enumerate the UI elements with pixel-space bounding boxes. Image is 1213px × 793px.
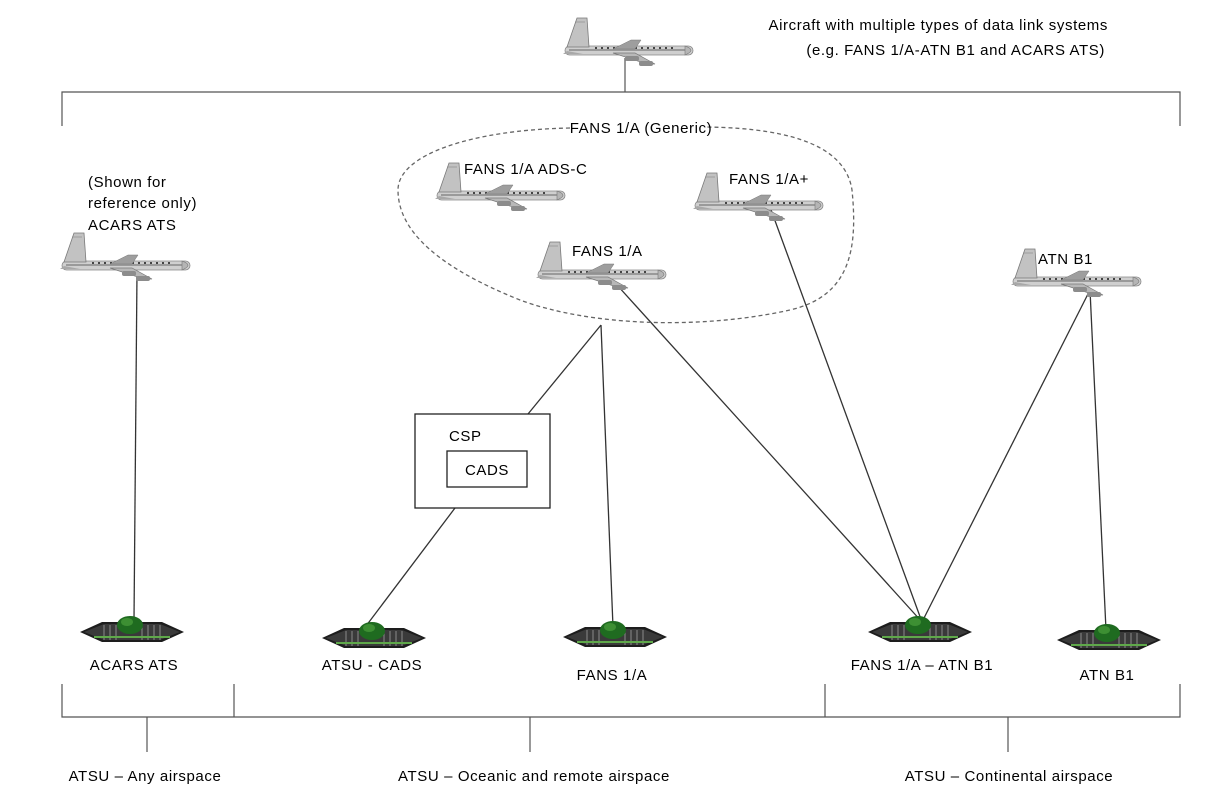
any-airspace-label: ATSU – Any airspace bbox=[69, 768, 222, 785]
fans-plus-aircraft-label: FANS 1/A+ bbox=[729, 171, 809, 188]
csp-label: CSP bbox=[449, 428, 482, 445]
atn-aircraft-label: ATN B1 bbox=[1038, 251, 1093, 268]
link-fans-plus-fans-atn bbox=[769, 206, 923, 623]
fans-ground-label: FANS 1/A bbox=[577, 667, 648, 684]
acars-note-line2: reference only) bbox=[88, 195, 197, 212]
fans-atn-ground-label: FANS 1/A – ATN B1 bbox=[851, 657, 993, 674]
link-csp-atsu-cads bbox=[362, 507, 456, 631]
atsu-cads-ground-station-icon bbox=[321, 621, 427, 649]
fans-atn-ground-station-icon bbox=[867, 615, 973, 643]
fans-aircraft-label: FANS 1/A bbox=[572, 243, 643, 260]
fans-adsc-aircraft-label: FANS 1/A ADS-C bbox=[464, 161, 587, 178]
continental-airspace-label: ATSU – Continental airspace bbox=[905, 768, 1114, 785]
fans-ground-station-icon bbox=[562, 620, 668, 648]
fans-generic-boundary bbox=[397, 126, 855, 324]
link-fans-aircraft-ground bbox=[600, 324, 614, 628]
cads-box bbox=[446, 450, 528, 488]
bottom-bracket bbox=[61, 684, 1181, 718]
acars-note-line1: (Shown for bbox=[88, 174, 167, 191]
top-aircraft-icon bbox=[562, 17, 694, 67]
link-atn-aircraft-fans-atn bbox=[921, 289, 1091, 623]
oceanic-airspace-label: ATSU – Oceanic and remote airspace bbox=[398, 768, 670, 785]
acars-ground-station-icon bbox=[79, 615, 185, 643]
top-aircraft-caption-2: (e.g. FANS 1/A-ATN B1 and ACARS ATS) bbox=[806, 42, 1105, 59]
top-bracket bbox=[61, 91, 1181, 126]
link-fans-aircraft-fans-atn bbox=[616, 284, 923, 623]
atn-ground-label: ATN B1 bbox=[1079, 667, 1134, 684]
fans-generic-label: FANS 1/A (Generic) bbox=[570, 120, 713, 137]
acars-aircraft-icon bbox=[59, 232, 191, 282]
link-atn-aircraft-ground bbox=[1089, 289, 1107, 631]
cads-label: CADS bbox=[465, 462, 509, 479]
acars-aircraft-label: ACARS ATS bbox=[88, 217, 176, 234]
acars-ground-label: ACARS ATS bbox=[90, 657, 178, 674]
atsu-cads-ground-label: ATSU - CADS bbox=[322, 657, 423, 674]
atn-ground-station-icon bbox=[1056, 623, 1162, 651]
link-acars-aircraft-ground bbox=[133, 271, 138, 621]
link-fans-csp bbox=[527, 324, 602, 415]
top-aircraft-caption-1: Aircraft with multiple types of data lin… bbox=[768, 17, 1108, 34]
